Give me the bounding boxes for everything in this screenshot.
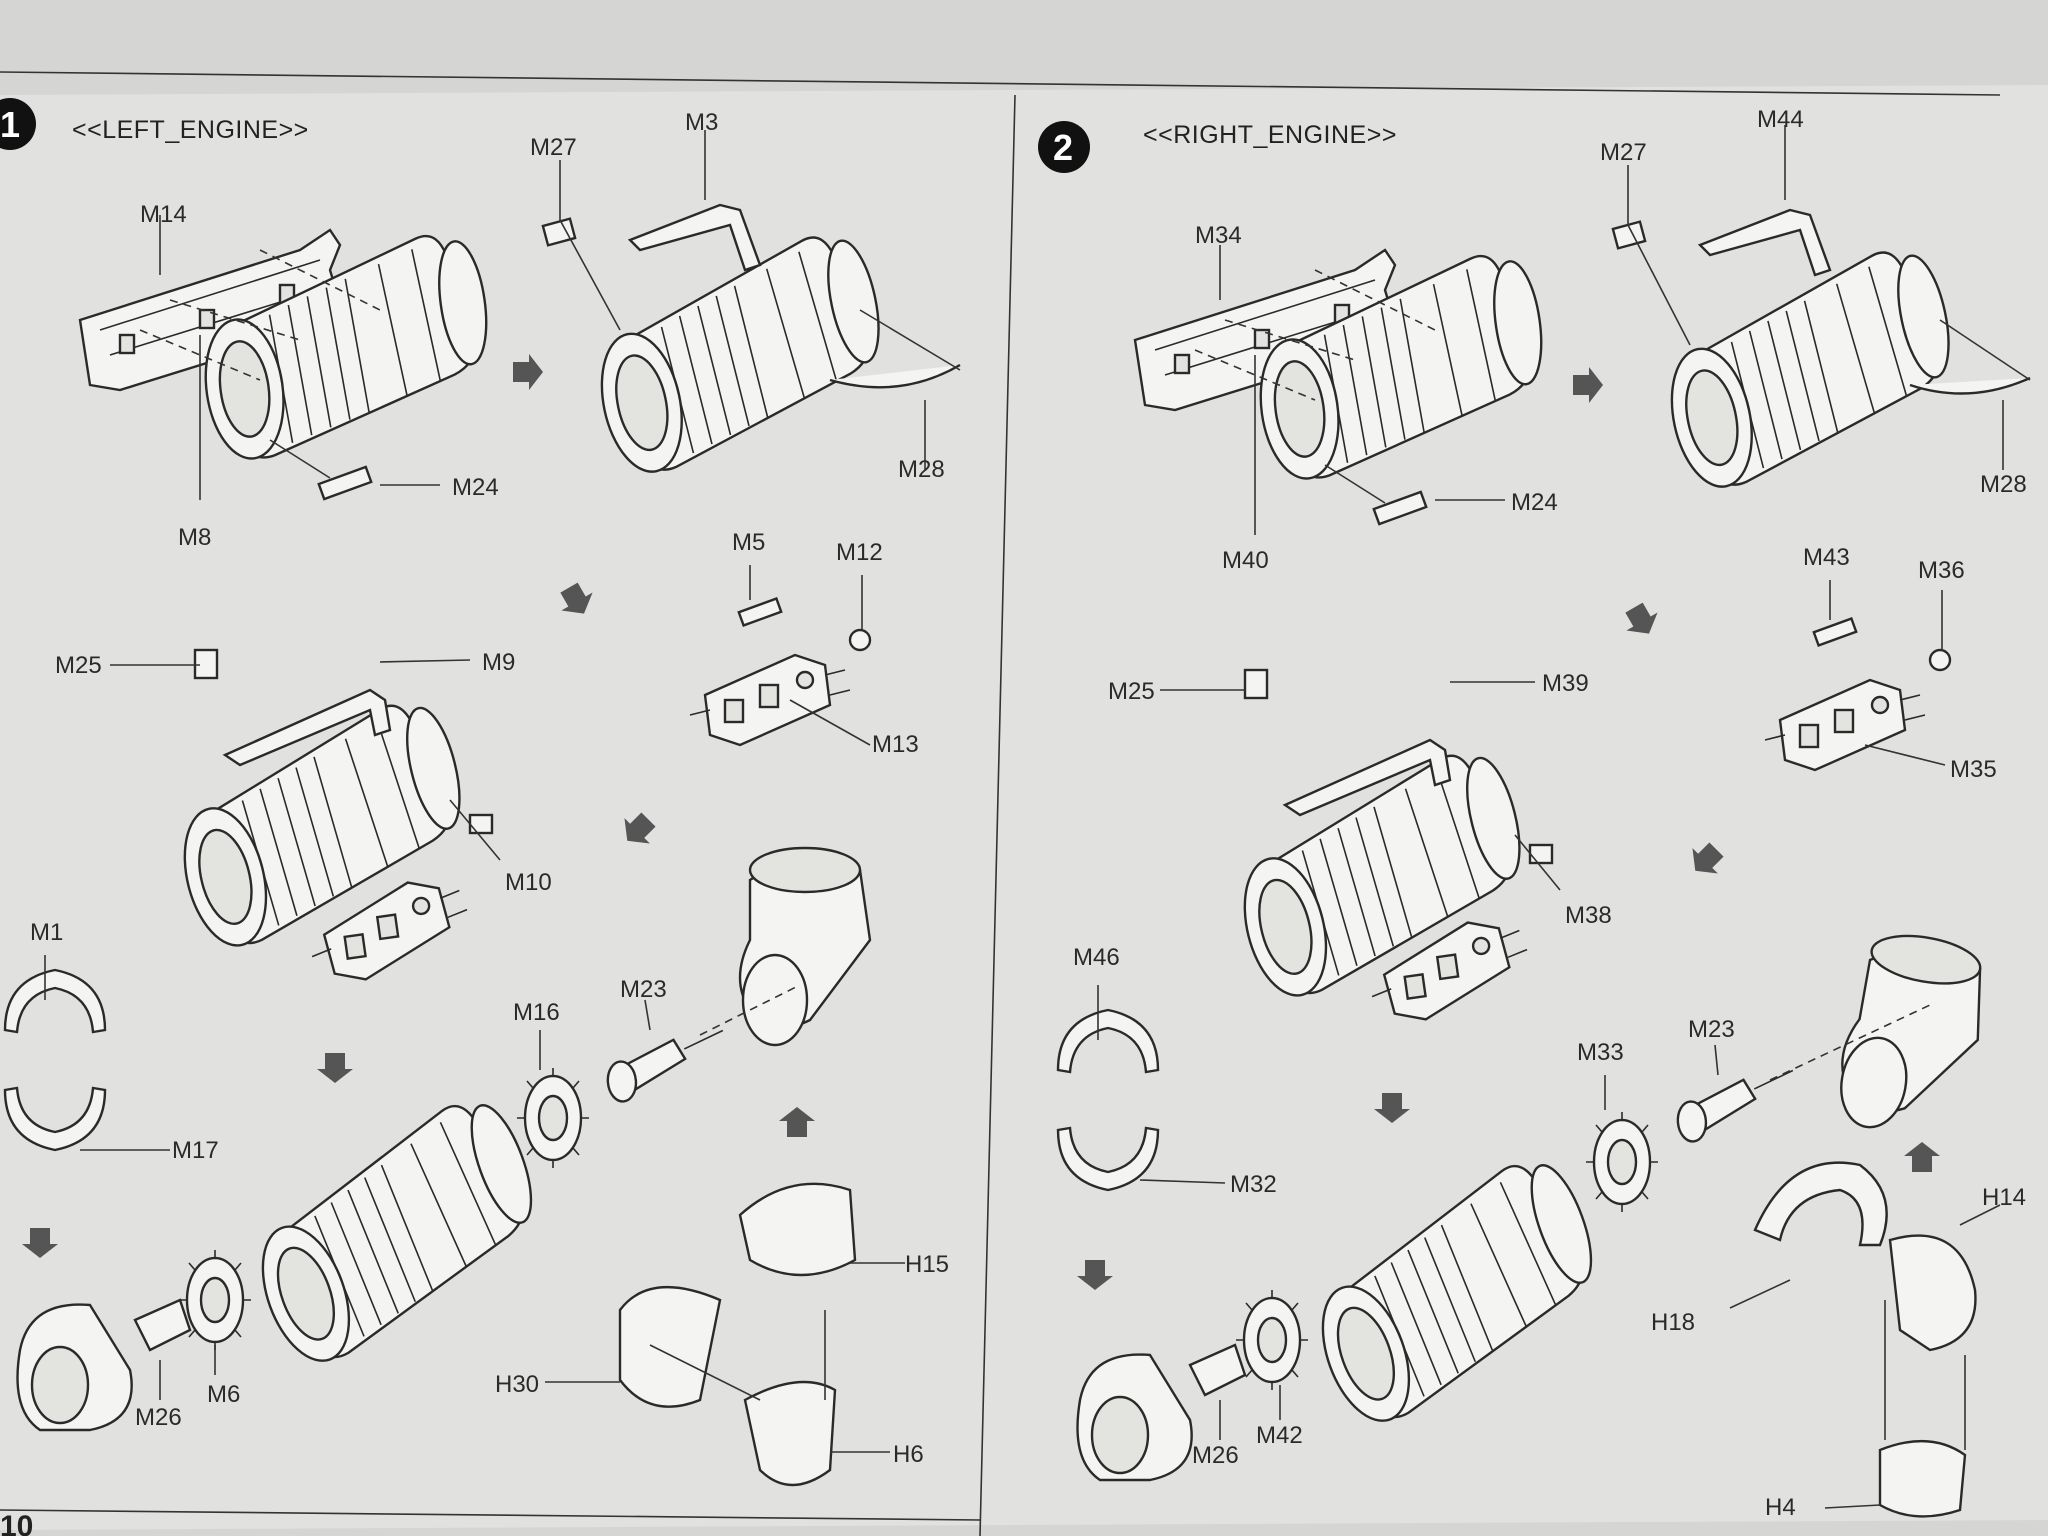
part-label: M26 (1192, 1442, 1239, 1469)
part-label: M26 (135, 1404, 182, 1431)
h15-duct-part (738, 1182, 857, 1277)
nozzle-small-part (541, 217, 577, 247)
m43-pin-part (1812, 617, 1858, 647)
m6-gear-part (177, 1248, 253, 1352)
step-2-title: <<RIGHT_ENGINE>> (1143, 121, 1397, 149)
step-2-panel: 2 <<RIGHT_ENGINE>> (1038, 106, 2031, 1521)
small-bracket-part (317, 465, 373, 501)
part-label: M46 (1073, 944, 1120, 971)
part-label: M38 (1565, 902, 1612, 929)
part-label: M13 (872, 731, 919, 758)
page-number: 10 (0, 1510, 33, 1536)
part-label: M43 (1803, 544, 1850, 571)
step-1-panel: 1 <<LEFT_ENGINE>> (0, 98, 961, 1536)
part-label: M23 (1688, 1016, 1735, 1043)
m38-nozzle-part (1528, 843, 1554, 865)
step-2-badge (1038, 121, 1090, 173)
part-label: M24 (452, 474, 499, 501)
h30-duct-half-part (618, 1285, 722, 1408)
h6-duct-half-part (743, 1380, 837, 1487)
h4-ring-part (1878, 1440, 1967, 1518)
part-label: H4 (1765, 1494, 1796, 1521)
m33-gear-part (1584, 1110, 1660, 1214)
part-label: M1 (30, 919, 63, 946)
part-label: M36 (1918, 557, 1965, 584)
part-label: M33 (1577, 1039, 1624, 1066)
part-label: M35 (1950, 756, 1997, 783)
m25-fitting-part (1243, 668, 1269, 700)
part-label: M14 (140, 201, 187, 228)
part-label: H14 (1982, 1184, 2026, 1211)
part-label: M32 (1230, 1171, 1277, 1198)
part-label: M34 (1195, 222, 1242, 249)
part-label: M24 (1511, 489, 1558, 516)
part-label: M44 (1757, 106, 1804, 133)
step-1-badge (0, 98, 36, 150)
m26-nose-part (1188, 1343, 1247, 1397)
part-label: M25 (1108, 678, 1155, 705)
part-label: M28 (898, 456, 945, 483)
part-label: M28 (1980, 471, 2027, 498)
small-bracket-part (1372, 490, 1428, 526)
part-label: M27 (530, 134, 577, 161)
h14-duct-part (1888, 1234, 1977, 1352)
part-label: M9 (482, 649, 515, 676)
step-2-number: 2 (1053, 127, 1073, 168)
step-1-number: 1 (0, 104, 20, 145)
part-label: M12 (836, 539, 883, 566)
m42-gear-part (1234, 1288, 1310, 1392)
m12-cap-part (848, 628, 872, 652)
part-label: M17 (172, 1137, 219, 1164)
pipe-frame-part (1697, 208, 1832, 277)
part-label: M25 (55, 652, 102, 679)
part-label: M8 (178, 524, 211, 551)
part-label: M16 (513, 999, 560, 1026)
part-label: M39 (1542, 670, 1589, 697)
part-label: H15 (905, 1251, 949, 1278)
m5-pin-part (737, 597, 783, 627)
m16-gear-part (515, 1066, 591, 1170)
m10-nozzle-part (468, 813, 494, 835)
step-1-title: <<LEFT_ENGINE>> (72, 116, 309, 144)
part-label: H30 (495, 1371, 539, 1398)
part-label: M10 (505, 869, 552, 896)
part-label: M3 (685, 109, 718, 136)
part-label: M27 (1600, 139, 1647, 166)
m39-frame-part (1282, 738, 1452, 817)
fuel-line-part (1909, 376, 2031, 395)
part-label: M5 (732, 529, 765, 556)
m26-nose-part (133, 1298, 192, 1352)
fuel-line-part (829, 363, 961, 389)
part-label: M40 (1222, 547, 1269, 574)
part-label: M23 (620, 976, 667, 1003)
h18-duct-part (1753, 1161, 1888, 1247)
part-label: H6 (893, 1441, 924, 1468)
m25-fitting-part (193, 648, 219, 680)
part-label: M42 (1256, 1422, 1303, 1449)
pipe-frame-part (627, 203, 762, 272)
part-label: M6 (207, 1381, 240, 1408)
m36-cap-part (1928, 648, 1952, 672)
part-label: H18 (1651, 1309, 1695, 1336)
m9-frame-part (222, 688, 392, 767)
